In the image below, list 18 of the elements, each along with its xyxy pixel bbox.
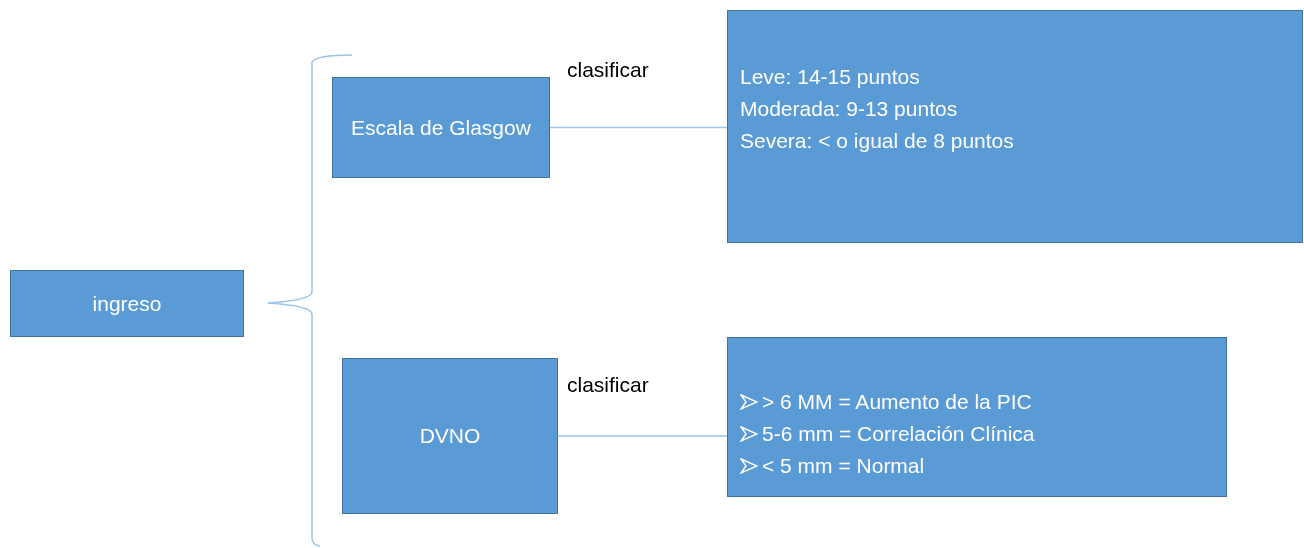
connector-line	[557, 435, 728, 437]
process-box	[332, 77, 550, 178]
info-box	[727, 337, 1227, 497]
edge-label: clasificar	[567, 373, 649, 397]
box-label: Escala de Glasgow	[351, 114, 531, 141]
list-item: > 6 MM = Aumento de la PIC	[762, 389, 1032, 415]
connector-line	[549, 126, 728, 129]
process-box	[342, 358, 558, 514]
box-label: ingreso	[92, 290, 162, 317]
info-box	[727, 10, 1303, 243]
process-box	[10, 270, 244, 337]
list-item: < 5 mm = Normal	[762, 453, 925, 479]
box-label: DVNO	[419, 423, 481, 449]
list-item: Severa: < o igual de 8 puntos	[740, 128, 1014, 154]
list-item: Leve: 14-15 puntos	[740, 64, 920, 90]
list-item: 5-6 mm = Correlación Clínica	[762, 421, 1035, 447]
list-item: Moderada: 9-13 puntos	[740, 96, 958, 122]
edge-label: clasificar	[567, 58, 649, 82]
